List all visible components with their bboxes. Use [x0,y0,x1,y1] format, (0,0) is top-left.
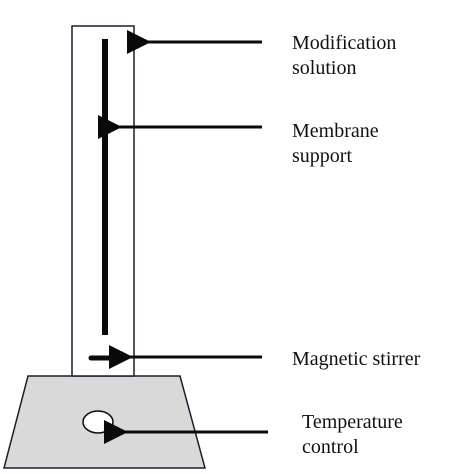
label-line: support [292,145,352,167]
label-line: control [302,436,359,458]
label-temperature-control: Temperature control [302,410,403,460]
label-line: Magnetic stirrer [292,348,421,370]
label-line: Membrane [292,120,379,142]
temperature-knob [82,410,114,434]
label-modification-solution: Modification solution [292,31,396,81]
label-line: solution [292,57,357,79]
label-membrane-support: Membrane support [292,119,379,169]
label-line: Modification [292,32,397,54]
label-line: Temperature [302,411,403,433]
label-magnetic-stirrer: Magnetic stirrer [292,347,420,372]
